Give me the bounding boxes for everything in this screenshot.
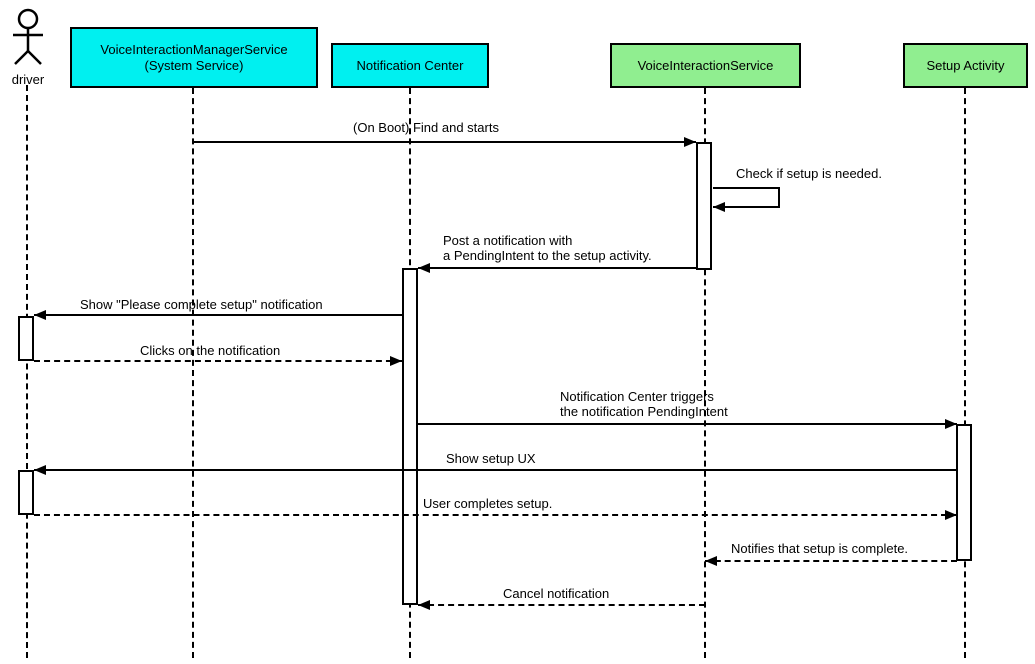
message-show-notification-label: Show "Please complete setup" notificatio… bbox=[80, 297, 323, 312]
activation-notification-center bbox=[402, 268, 418, 605]
message-post-notification-label: Post a notification with a PendingIntent… bbox=[443, 233, 652, 263]
activation-driver-2 bbox=[18, 470, 34, 515]
lifeline-setup-activity bbox=[964, 88, 966, 658]
participant-box-voice-interaction-service: VoiceInteractionService bbox=[610, 43, 801, 88]
message-show-notification-arrowhead-icon bbox=[34, 310, 46, 320]
lifeline-manager-service bbox=[192, 88, 194, 658]
message-post-notification-arrowhead-icon bbox=[418, 263, 430, 273]
message-notifies-complete-label: Notifies that setup is complete. bbox=[731, 541, 909, 556]
message-show-setup-ux-arrowhead-icon bbox=[34, 465, 46, 475]
message-show-setup-ux-line bbox=[34, 469, 957, 471]
message-cancel-notification-arrowhead-icon bbox=[418, 600, 430, 610]
actor-driver-label: driver bbox=[11, 72, 45, 87]
participant-box-manager-service: VoiceInteractionManagerService (System S… bbox=[70, 27, 318, 88]
message-on-boot-arrowhead-icon bbox=[684, 137, 696, 147]
message-show-notification-line bbox=[34, 314, 402, 316]
message-on-boot-label: (On Boot) Find and starts bbox=[353, 120, 499, 135]
message-check-setup-arrowhead-icon bbox=[713, 202, 725, 212]
message-post-notification-line bbox=[418, 267, 697, 269]
activation-setup-activity bbox=[956, 424, 972, 561]
message-user-completes-label: User completes setup. bbox=[423, 496, 553, 511]
activation-voice-interaction-service bbox=[696, 142, 712, 270]
lifeline-driver bbox=[26, 85, 28, 658]
message-triggers-intent-line bbox=[418, 423, 957, 425]
actor-driver-icon bbox=[13, 8, 43, 65]
participant-label: VoiceInteractionService bbox=[637, 57, 774, 73]
participant-label-line2: (System Service) bbox=[144, 57, 244, 73]
actor-driver: driver bbox=[4, 6, 52, 87]
participant-label: Setup Activity bbox=[926, 57, 1005, 73]
message-clicks-notification-arrowhead-icon bbox=[390, 356, 402, 366]
message-user-completes-line bbox=[34, 514, 957, 516]
participant-label: Notification Center bbox=[356, 57, 464, 73]
message-triggers-intent-label: Notification Center triggers the notific… bbox=[560, 389, 728, 419]
message-show-setup-ux-label: Show setup UX bbox=[446, 451, 536, 466]
message-cancel-notification-label: Cancel notification bbox=[503, 586, 610, 601]
message-notifies-complete-arrowhead-icon bbox=[705, 556, 717, 566]
participant-label-line1: VoiceInteractionManagerService bbox=[100, 41, 288, 57]
message-user-completes-arrowhead-icon bbox=[945, 510, 957, 520]
message-clicks-notification-line bbox=[34, 360, 402, 362]
message-notifies-complete-line bbox=[705, 560, 957, 562]
message-check-setup-line bbox=[713, 187, 780, 208]
message-check-setup-label: Check if setup is needed. bbox=[736, 166, 882, 181]
message-triggers-intent-arrowhead-icon bbox=[945, 419, 957, 429]
participant-box-setup-activity: Setup Activity bbox=[903, 43, 1028, 88]
message-on-boot-line bbox=[193, 141, 696, 143]
lifeline-voice-interaction-service bbox=[704, 88, 706, 658]
participant-box-notification-center: Notification Center bbox=[331, 43, 489, 88]
activation-driver-1 bbox=[18, 316, 34, 361]
message-cancel-notification-line bbox=[418, 604, 705, 606]
message-clicks-notification-label: Clicks on the notification bbox=[140, 343, 281, 358]
